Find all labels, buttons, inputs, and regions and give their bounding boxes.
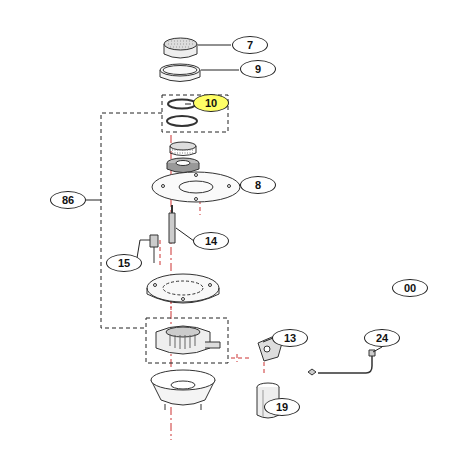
callout-oval: 10 (193, 94, 229, 112)
callout-oval: 24 (364, 329, 400, 347)
callout-number: 10 (205, 98, 217, 109)
callout-oval: 7 (232, 36, 268, 54)
callout-number: 00 (404, 283, 416, 294)
callout-oval: 86 (50, 191, 86, 209)
callout-oval: 9 (240, 60, 276, 78)
callout-oval: 8 (240, 176, 276, 194)
callout-number: 24 (376, 333, 388, 344)
callout-oval: 13 (272, 329, 308, 347)
callout-number: 15 (118, 258, 130, 269)
callout-oval: 19 (264, 398, 300, 416)
callout-oval: 00 (392, 279, 428, 297)
callout-oval: 15 (106, 254, 142, 272)
callout-number: 9 (255, 64, 261, 75)
callout-number: 13 (284, 333, 296, 344)
callout-number: 86 (62, 195, 74, 206)
callout-number: 8 (255, 180, 261, 191)
callout-oval: 14 (193, 232, 229, 250)
callout-number: 19 (276, 402, 288, 413)
callout-number: 14 (205, 236, 217, 247)
callout-number: 7 (247, 40, 253, 51)
